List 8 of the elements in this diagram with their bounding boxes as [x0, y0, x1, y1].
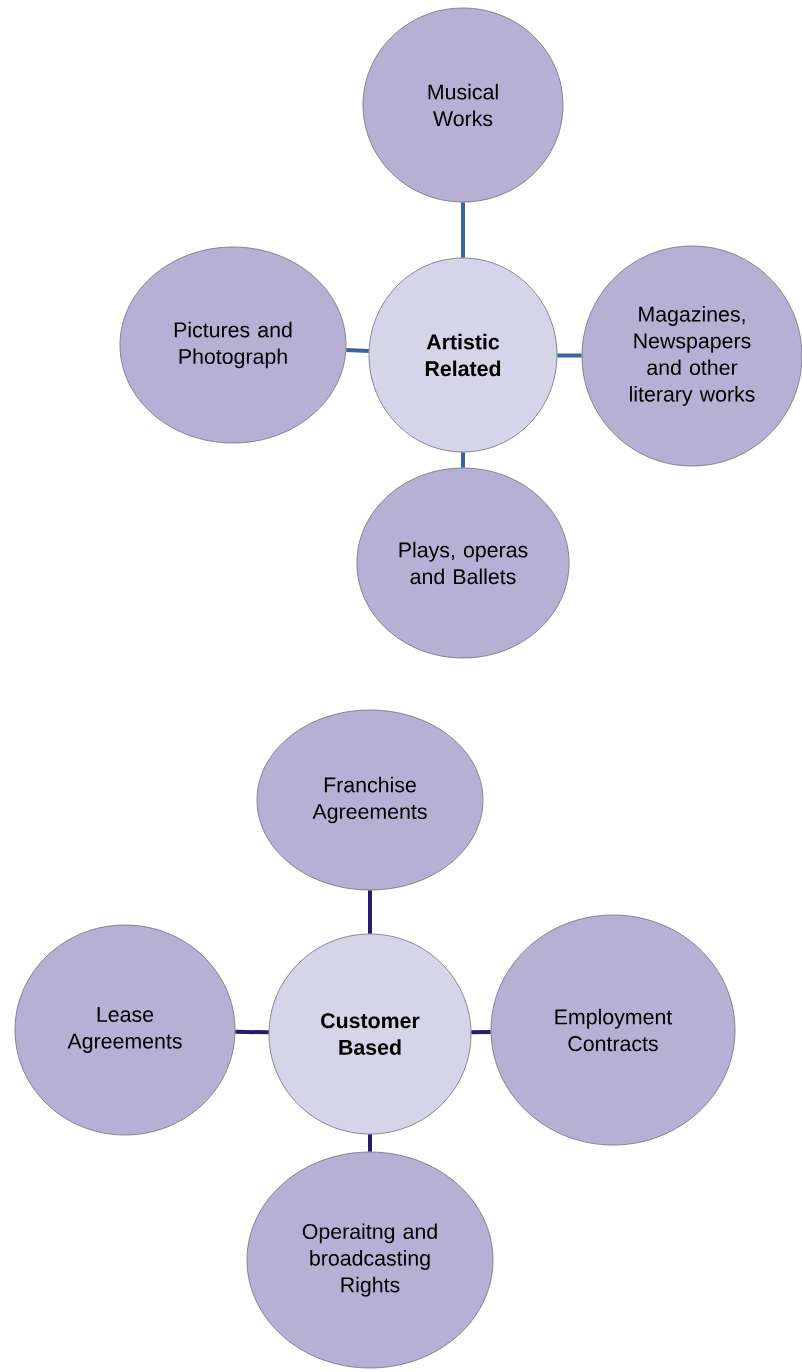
connector-line: [368, 890, 372, 934]
connector-line: [461, 202, 465, 258]
connector-line: [346, 347, 369, 353]
connector-line: [557, 353, 582, 358]
connector-line: [471, 1030, 491, 1035]
connector-line: [368, 1134, 372, 1152]
connector-line: [235, 1029, 269, 1035]
connector-line: [461, 452, 465, 468]
